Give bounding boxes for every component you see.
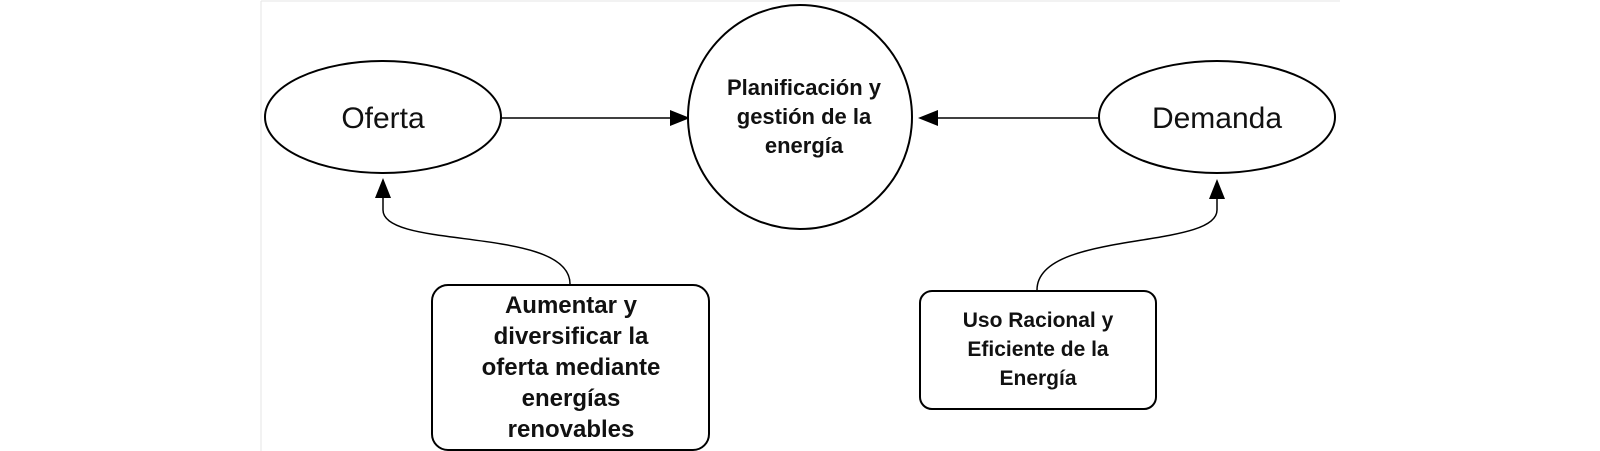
supply-strategy-line-5: renovables: [508, 416, 635, 443]
supply-node: Oferta: [264, 60, 502, 174]
center-label-line-3: energía: [765, 133, 844, 158]
supply-strategy-arrowhead: [375, 178, 391, 198]
center-circle: [687, 4, 913, 230]
center-label-line-1: Planificación y: [727, 75, 882, 100]
supply-ellipse: [264, 60, 502, 174]
demand-label: Demanda: [1152, 102, 1282, 135]
supply-strategy-line-3: oferta mediante: [482, 354, 661, 381]
demand-strategy-line-1: Uso Racional y: [963, 309, 1114, 332]
demand-strategy-node: Uso Racional y Eficiente de la Energía: [919, 290, 1157, 410]
supply-strategy-box: [431, 284, 710, 451]
supply-strategy-line-4: energías: [522, 385, 621, 412]
supply-strategy-line-2: diversificar la: [494, 323, 649, 350]
center-label-line-2: gestión de la: [737, 104, 872, 129]
demand-to-center-arrowhead: [918, 110, 938, 126]
center-node: Planificación y gestión de la energía: [687, 4, 913, 230]
demand-strategy-arrowhead: [1209, 179, 1225, 199]
supply-strategy-connector: [382, 195, 571, 285]
demand-strategy-connector: [1036, 197, 1218, 291]
demand-node: Demanda: [1098, 60, 1336, 174]
supply-strategy-node: Aumentar y diversificar la oferta median…: [431, 284, 710, 451]
demand-strategy-line-2: Eficiente de la: [967, 338, 1109, 361]
demand-strategy-line-3: Energía: [999, 367, 1076, 390]
demand-ellipse: [1098, 60, 1336, 174]
demand-strategy-box: [919, 290, 1157, 410]
supply-label: Oferta: [341, 102, 425, 135]
supply-strategy-line-1: Aumentar y: [505, 292, 638, 319]
supply-to-center-arrowhead: [670, 110, 690, 126]
